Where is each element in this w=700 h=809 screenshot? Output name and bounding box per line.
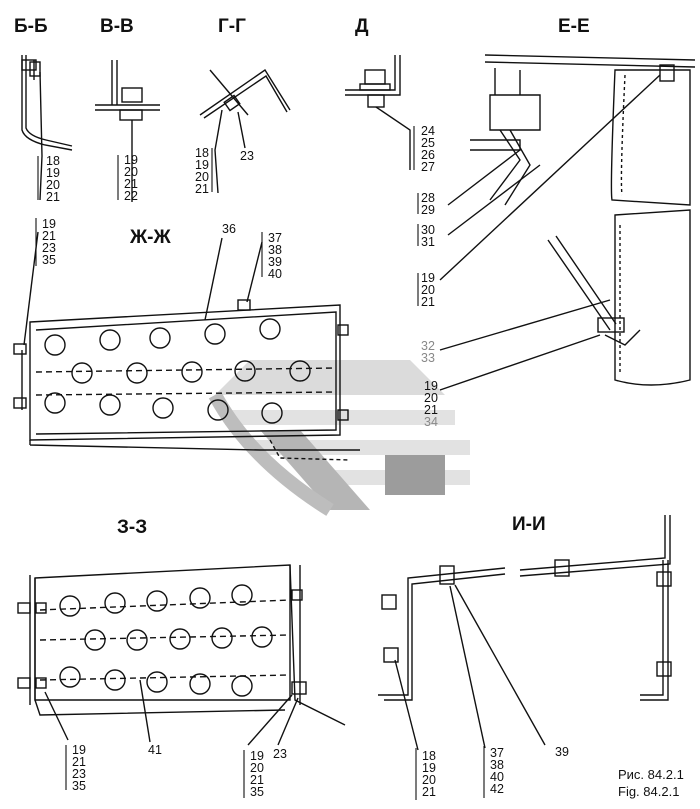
title-ii: И-И xyxy=(512,514,546,535)
callout-ee-e3: 21 xyxy=(424,403,438,417)
callout-zz-mid: 41 xyxy=(148,743,162,757)
callout-ee-a2: 29 xyxy=(421,203,435,217)
callout-gg-2: 19 xyxy=(195,158,209,172)
title-zhzh: Ж-Ж xyxy=(130,227,171,248)
callout-ee-b1: 30 xyxy=(421,223,435,237)
callout-bb-2: 19 xyxy=(46,166,60,180)
callout-zhzh-r2: 38 xyxy=(268,243,282,257)
callout-ee-a1: 28 xyxy=(421,191,435,205)
callout-brackets xyxy=(35,126,485,800)
callout-vv-1: 19 xyxy=(124,153,138,167)
callout-ee-c2: 20 xyxy=(421,283,435,297)
zhzh-holes xyxy=(44,318,311,424)
callout-ii-a1: 18 xyxy=(422,749,436,763)
view-ii-sketch xyxy=(378,515,672,751)
callout-ii-c: 39 xyxy=(555,745,569,759)
callout-gg-3: 20 xyxy=(195,170,209,184)
callout-zhzh-l2: 21 xyxy=(42,229,56,243)
callout-zhzh-top: 36 xyxy=(222,222,236,236)
callout-vv-4: 22 xyxy=(124,189,138,203)
callout-gg-1: 18 xyxy=(195,146,209,160)
callout-ii-b3: 40 xyxy=(490,770,504,784)
zz-holes xyxy=(59,584,273,697)
view-ee-sketch xyxy=(439,54,696,391)
callout-bb-3: 20 xyxy=(46,178,60,192)
callout-zhzh-r1: 37 xyxy=(268,231,282,245)
callout-zhzh-l4: 35 xyxy=(42,253,56,267)
callout-ee-e1: 19 xyxy=(424,379,438,393)
view-d-sketch xyxy=(345,55,411,170)
callout-ee-d1: 32 xyxy=(421,339,435,353)
callout-zz-l4: 35 xyxy=(72,779,86,793)
view-gg-sketch xyxy=(199,69,291,194)
callout-zhzh-r4: 40 xyxy=(268,267,282,281)
title-vv: В-В xyxy=(100,16,134,37)
callout-ii-a3: 20 xyxy=(422,773,436,787)
callout-d-2: 25 xyxy=(421,136,435,150)
callout-gg-right: 23 xyxy=(240,149,254,163)
callout-ee-b2: 31 xyxy=(421,235,435,249)
callout-ii-a4: 21 xyxy=(422,785,436,799)
callout-zhzh-l1: 19 xyxy=(42,217,56,231)
figure-caption-ru: Рис. 84.2.1 xyxy=(618,767,684,782)
callout-vv-3: 21 xyxy=(124,177,138,191)
callout-zz-l3: 23 xyxy=(72,767,86,781)
callout-ii-b2: 38 xyxy=(490,758,504,772)
callout-d-4: 27 xyxy=(421,160,435,174)
callout-vv-2: 20 xyxy=(124,165,138,179)
view-zhzh-sketch xyxy=(13,231,360,461)
title-ee: Е-Е xyxy=(558,16,590,37)
callout-zz-l2: 21 xyxy=(72,755,86,769)
callout-ee-d2: 33 xyxy=(421,351,435,365)
callout-gg-4: 21 xyxy=(195,182,209,196)
title-bb: Б-Б xyxy=(14,16,48,37)
callout-d-3: 26 xyxy=(421,148,435,162)
title-d: Д xyxy=(355,16,369,37)
callout-ee-e2: 20 xyxy=(424,391,438,405)
callout-zz-r3: 21 xyxy=(250,773,264,787)
view-vv-sketch xyxy=(95,60,160,202)
title-zz: З-З xyxy=(117,517,148,538)
callout-d-1: 24 xyxy=(421,124,435,138)
callout-bb-4: 21 xyxy=(46,190,60,204)
title-gg: Г-Г xyxy=(218,16,246,37)
callout-ii-a2: 19 xyxy=(422,761,436,775)
callout-ee-c3: 21 xyxy=(421,295,435,309)
callout-zz-r4: 35 xyxy=(250,785,264,799)
callout-zz-l1: 19 xyxy=(72,743,86,757)
callout-zz-r1: 19 xyxy=(250,749,264,763)
callout-ee-e4: 34 xyxy=(424,415,438,429)
figure-caption-en: Fig. 84.2.1 xyxy=(618,784,680,799)
callout-zz-r5: 23 xyxy=(273,747,287,761)
view-zz-sketch xyxy=(17,564,346,746)
callout-zhzh-r3: 39 xyxy=(268,255,282,269)
callout-ii-b1: 37 xyxy=(490,746,504,760)
callout-zhzh-l3: 23 xyxy=(42,241,56,255)
callout-ii-b4: 42 xyxy=(490,782,504,796)
callout-zz-r2: 20 xyxy=(250,761,264,775)
view-bb-sketch xyxy=(21,55,73,201)
callout-bb-1: 18 xyxy=(46,154,60,168)
callout-ee-c1: 19 xyxy=(421,271,435,285)
